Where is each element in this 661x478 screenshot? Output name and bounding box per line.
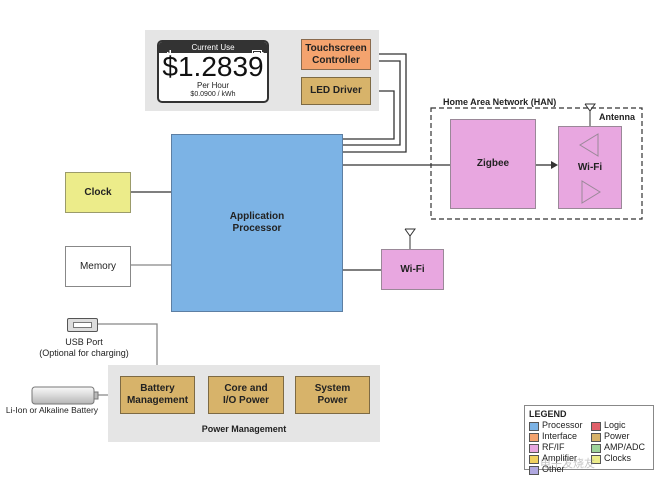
- signal-icon: [162, 44, 172, 57]
- wifi-block[interactable]: Wi-Fi: [381, 249, 444, 290]
- watermark: 电子发烧友: [540, 458, 595, 470]
- legend-label: Clocks: [604, 453, 632, 463]
- zigbee-block[interactable]: Zigbee: [450, 119, 536, 209]
- legend-swatch: [529, 433, 539, 442]
- legend-item: RF/IF: [529, 442, 591, 453]
- clock-block[interactable]: Clock: [65, 172, 131, 213]
- system-power-block[interactable]: System Power: [295, 376, 370, 414]
- battery-management-block[interactable]: Battery Management: [120, 376, 195, 414]
- legend-swatch: [529, 444, 539, 453]
- legend-item: Power: [591, 431, 653, 442]
- display-header: Current Use: [191, 43, 235, 52]
- legend-item: Other: [529, 464, 591, 475]
- han-wifi-arrows: [579, 133, 601, 204]
- han-border: [430, 107, 643, 220]
- price-value: $1.2839: [162, 51, 264, 82]
- usb-port-note: (Optional for charging): [39, 348, 129, 358]
- legend-item: Clocks: [591, 453, 653, 464]
- display-header-bar: [159, 42, 267, 53]
- legend-item: Amplifier: [529, 453, 591, 464]
- legend-label: Other: [542, 464, 565, 474]
- legend-swatch: [529, 466, 539, 475]
- legend-label: Interface: [542, 431, 578, 441]
- led-link: [343, 90, 395, 140]
- legend-swatch: [591, 422, 601, 431]
- legend-item: Interface: [529, 431, 591, 442]
- legend-label: Logic: [604, 420, 626, 430]
- memory-block[interactable]: Memory: [65, 246, 131, 287]
- legend-swatch: [529, 422, 539, 431]
- battery-label: Li-Ion or Alkaline Battery: [5, 405, 99, 415]
- led-driver-block[interactable]: LED Driver: [301, 77, 371, 105]
- zigbee-wifi-arrow: [551, 161, 558, 169]
- legend-swatch: [591, 444, 601, 453]
- han-wifi-label: Wi-Fi: [577, 161, 603, 173]
- legend-label: RF/IF: [542, 442, 565, 452]
- legend-title: LEGEND: [529, 409, 567, 419]
- wifi-antenna-head: [404, 228, 416, 237]
- per-hour: Per Hour: [196, 81, 229, 90]
- touchscreen-link-2: [343, 60, 401, 146]
- meter-display: Current Use $1.2839 Per Hour $0.0900 / k…: [157, 40, 269, 103]
- legend-item: AMP/ADC: [591, 442, 653, 453]
- application-processor-block[interactable]: Application Processor: [171, 134, 343, 312]
- rate-text: $0.0900 / kWh: [190, 91, 236, 98]
- left-arrow-icon: [579, 133, 599, 157]
- right-arrow-icon: [581, 180, 601, 204]
- usb-port-icon: [67, 318, 98, 332]
- legend-label: Power: [604, 431, 630, 441]
- antenna-label: Antenna: [599, 112, 635, 122]
- legend-swatch: [591, 455, 601, 464]
- core-io-power-block[interactable]: Core and I/O Power: [208, 376, 284, 414]
- battery-cell-icon: [31, 386, 99, 405]
- power-management-label: Power Management: [201, 424, 287, 434]
- legend-label: Processor: [542, 420, 583, 430]
- legend-swatch: [591, 433, 601, 442]
- legend-item: Processor: [529, 420, 591, 431]
- usb-port-label: USB Port: [65, 337, 103, 347]
- touchscreen-controller-block[interactable]: Touchscreen Controller: [301, 39, 371, 70]
- legend-item: Logic: [591, 420, 653, 431]
- legend-label: Amplifier: [542, 453, 578, 463]
- battery-icon: [252, 44, 264, 57]
- touchscreen-link: [343, 53, 407, 153]
- legend-swatch: [529, 455, 539, 464]
- legend-label: AMP/ADC: [604, 442, 646, 452]
- han-title: Home Area Network (HAN): [441, 97, 559, 107]
